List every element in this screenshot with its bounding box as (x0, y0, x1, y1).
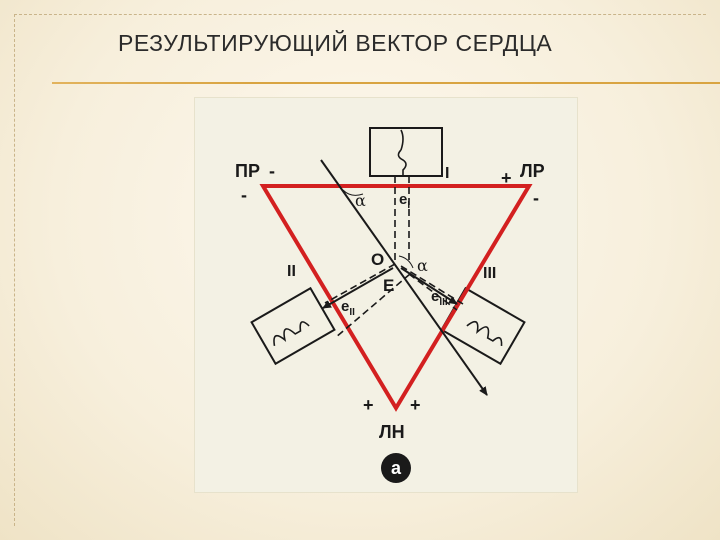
figure-badge-circle (381, 453, 411, 483)
projection-label-e3: eIII (431, 288, 448, 308)
projection-arrow-e2 (322, 267, 394, 309)
einthoven-triangle-figure: ПР - - ЛР + - + + ЛН I II III eI eII eII… (194, 97, 578, 493)
polarity-right-arm-outer: - (269, 161, 275, 181)
polarity-left-leg-left: + (363, 395, 374, 415)
slide-frame-top-line (14, 14, 706, 15)
polarity-right-arm-inner: - (241, 185, 247, 205)
angle-arc-top (342, 189, 364, 196)
angle-arc-center (398, 255, 414, 269)
angle-label-top: α (355, 191, 366, 210)
lead-label-2: II (287, 263, 296, 280)
center-label-o: O (371, 250, 384, 269)
corner-label-right-arm: ПР (235, 161, 260, 181)
einthoven-triangle-diagram: ПР - - ЛР + - + + ЛН I II III eI eII eII… (235, 127, 545, 483)
projection-label-e1: eI (399, 191, 410, 211)
polarity-left-arm-outer: + (501, 168, 512, 188)
lead-2-ecg-box (250, 286, 336, 366)
slide-frame-left-line (14, 14, 15, 526)
projection-arrow-e3 (400, 267, 458, 305)
title-underline-rule (52, 82, 720, 84)
einthoven-triangle (259, 184, 533, 412)
result-vector-e (320, 159, 488, 396)
slide-title: РЕЗУЛЬТИРУЮЩИЙ ВЕКТОР СЕРДЦА (118, 30, 553, 56)
lead-3-ecg-box (440, 286, 526, 366)
projection-label-e2: eII (341, 298, 355, 318)
polarity-left-arm-inner: - (533, 188, 539, 208)
figure-badge-letter: а (391, 458, 402, 478)
polarity-left-leg-right: + (410, 395, 421, 415)
corner-label-left-leg: ЛН (379, 422, 405, 442)
lead-label-3: III (483, 265, 496, 282)
lead-label-1: I (445, 165, 449, 182)
angle-label-center: α (417, 256, 428, 275)
vector-label-e: E (383, 276, 394, 295)
corner-label-left-arm: ЛР (520, 161, 545, 181)
lead-1-ecg-box (369, 127, 443, 177)
